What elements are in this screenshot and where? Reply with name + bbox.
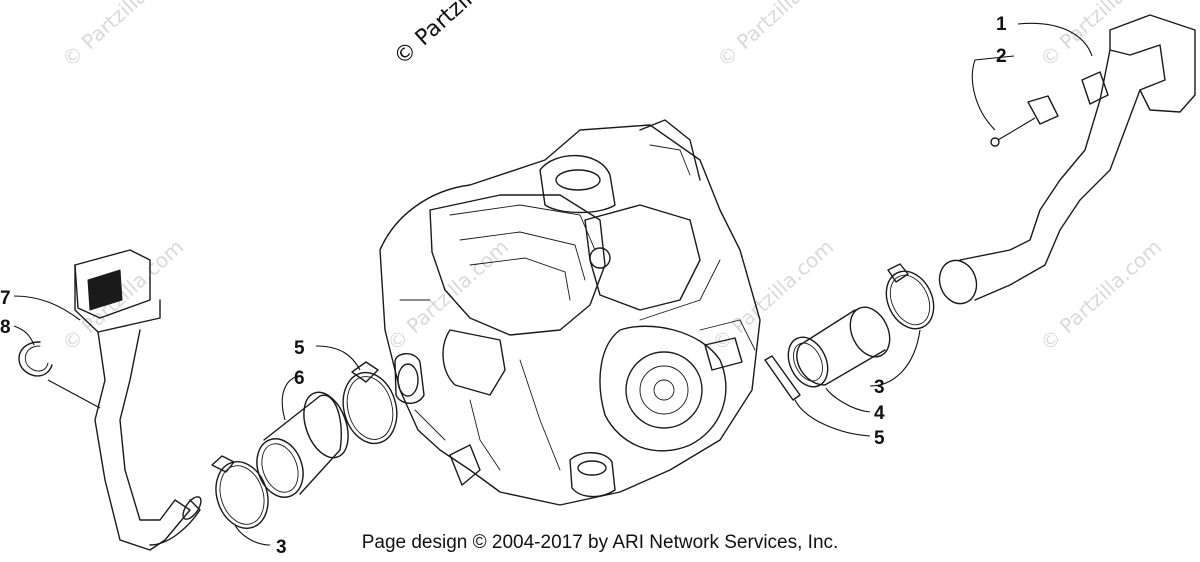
callout-5-left: 5 bbox=[294, 338, 305, 359]
copyright-footer: Page design © 2004-2017 by ARI Network S… bbox=[361, 532, 839, 553]
leader-lines bbox=[13, 22, 1093, 546]
right-intake-duct bbox=[938, 14, 1196, 305]
callout-5-right: 5 bbox=[874, 428, 885, 449]
clip-2 bbox=[990, 95, 1059, 147]
watermark-3: © Partzilla.com bbox=[1035, 0, 1166, 72]
left-intake-duct bbox=[74, 249, 202, 551]
clamp-3-right bbox=[885, 263, 935, 330]
callout-1: 1 bbox=[996, 14, 1007, 35]
watermark-7: © Partzilla.com bbox=[1035, 235, 1166, 356]
watermark-1: © Partzilla.com bbox=[57, 0, 188, 72]
engine-illustration bbox=[379, 119, 761, 506]
callout-2: 2 bbox=[996, 46, 1007, 67]
clamp-8 bbox=[18, 341, 53, 377]
watermark-5: © Partzilla.com bbox=[382, 235, 513, 356]
callout-7: 7 bbox=[0, 288, 11, 309]
boot-4 bbox=[787, 306, 891, 388]
callout-4: 4 bbox=[874, 403, 885, 424]
callouts: 1 2 7 8 5 6 3 3 4 5 bbox=[0, 14, 1007, 558]
callout-3-left: 3 bbox=[276, 537, 287, 558]
clamp-5-left bbox=[342, 361, 398, 445]
clamp-5-right bbox=[764, 355, 801, 401]
clamp-3-left bbox=[211, 455, 269, 529]
callout-8: 8 bbox=[0, 317, 11, 338]
watermark-dark: © Partzilla bbox=[389, 0, 492, 70]
callout-3-right: 3 bbox=[874, 377, 885, 398]
watermark-6: © Partzilla.com bbox=[707, 235, 838, 356]
boot-6 bbox=[256, 391, 349, 498]
callout-6: 6 bbox=[294, 368, 305, 389]
watermark-2: © Partzilla.com bbox=[712, 0, 843, 72]
